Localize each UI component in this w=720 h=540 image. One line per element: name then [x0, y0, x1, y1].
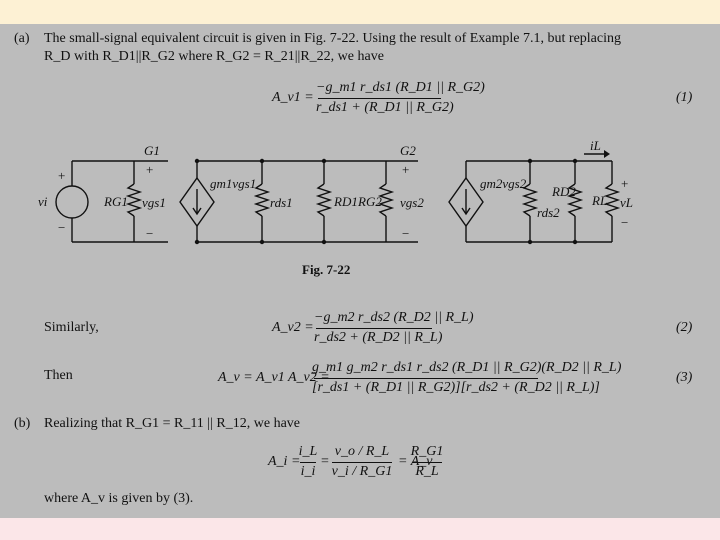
top-band [0, 0, 720, 24]
eq1-lhs: A_v1 = [272, 90, 314, 105]
label-rds2: rds2 [537, 205, 560, 220]
eq1-number: (1) [676, 90, 693, 105]
figure-caption: Fig. 7-22 [302, 262, 351, 277]
part-b-label: (b) [14, 416, 31, 431]
part-a-line2: R_D with R_D1||R_G2 where R_G2 = R_21||R… [44, 49, 384, 64]
eq4-f2-bar [332, 462, 392, 463]
eq4-equals: = [321, 454, 329, 469]
label-vgs2: vgs2 [400, 195, 424, 210]
label-rg2: RG2 [357, 194, 382, 209]
minus-vl: − [621, 215, 628, 230]
label-vi: vi [38, 194, 48, 209]
label-vgs1: vgs1 [142, 195, 166, 210]
eq3-number: (3) [676, 370, 693, 385]
eq1-fraction-bar [318, 98, 441, 99]
part-a-label: (a) [14, 31, 30, 46]
plus-vgs1: + [146, 162, 153, 177]
eq4-f1-den: i_i [300, 464, 316, 479]
minus-vi: − [58, 220, 65, 235]
then-label: Then [44, 368, 73, 383]
eq2-numerator: −g_m2 r_ds2 (R_D2 || R_L) [314, 310, 474, 325]
label-rds1: rds1 [270, 195, 293, 210]
plus-vgs2: + [402, 162, 409, 177]
eq2-fraction-bar [316, 328, 432, 329]
eq2-number: (2) [676, 320, 693, 335]
label-rg1: RG1 [103, 194, 128, 209]
label-il: iL [590, 138, 601, 153]
circuit-diagram: G1 + − G2 + − iL + − vi RG1 vgs1 gm1vgs1… [38, 138, 633, 245]
part-a-line1: The small-signal equivalent circuit is g… [44, 31, 621, 46]
minus-vgs1: − [146, 226, 153, 241]
eq3-lhs: A_v = A_v1 A_v2 = [218, 370, 330, 385]
label-g1: G1 [144, 143, 160, 158]
label-rd1: RD1 [333, 194, 358, 209]
plus-vl: + [621, 176, 628, 191]
plus-vi: + [58, 168, 65, 183]
label-rl: RL [591, 193, 607, 208]
bottom-band [0, 518, 720, 540]
eq4-f3-bar [412, 462, 442, 463]
eq4-f3-den: R_L [415, 464, 439, 479]
eq4-f1-num: i_L [298, 444, 318, 459]
eq3-numerator: g_m1 g_m2 r_ds1 r_ds2 (R_D1 || R_G2)(R_D… [312, 360, 622, 375]
eq4-f2-den: v_i / R_G1 [331, 464, 393, 479]
eq3-denominator: [r_ds1 + (R_D1 || R_G2)][r_ds2 + (R_D2 |… [312, 380, 600, 395]
eq4-lhs: A_i = [268, 454, 301, 469]
eq4-f2-num: v_o / R_L [334, 444, 390, 459]
minus-vgs2: − [402, 226, 409, 241]
eq4-mid: = A_v [398, 454, 433, 469]
footer-text: where A_v is given by (3). [44, 491, 194, 506]
eq2-lhs: A_v2 = [272, 320, 314, 335]
similarly-label: Similarly, [44, 320, 99, 335]
eq4-f1-bar [300, 462, 316, 463]
eq4-f3-num: R_G1 [410, 444, 444, 459]
label-rd2: RD2 [551, 184, 576, 199]
eq3-fraction-bar [314, 378, 538, 379]
part-b-text: Realizing that R_G1 = R_11 || R_12, we h… [44, 416, 300, 431]
label-gm2: gm2vgs2 [480, 176, 527, 191]
eq2-denominator: r_ds2 + (R_D2 || R_L) [314, 330, 443, 345]
slide-page: (a) The small-signal equivalent circuit … [0, 24, 720, 518]
label-vl: vL [620, 195, 633, 210]
label-g2: G2 [400, 143, 416, 158]
label-gm1: gm1vgs1 [210, 176, 256, 191]
eq1-denominator: r_ds1 + (R_D1 || R_G2) [316, 100, 454, 115]
